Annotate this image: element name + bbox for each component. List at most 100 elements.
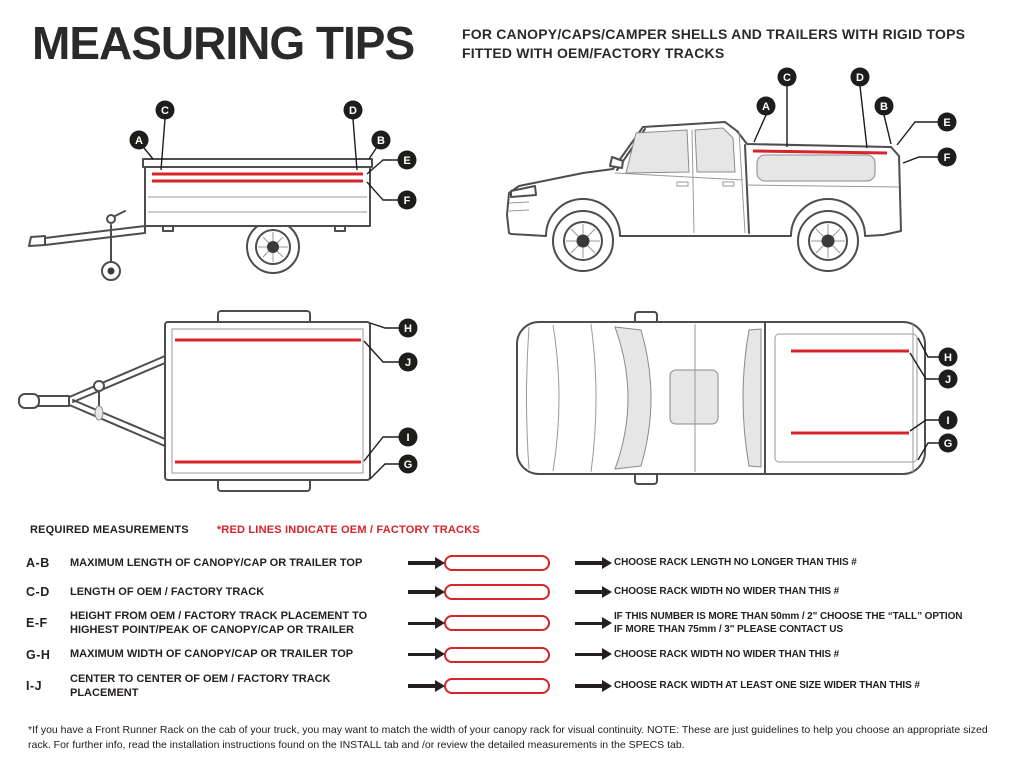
svg-text:G: G <box>944 438 953 450</box>
truck-side-drawing <box>506 121 902 272</box>
svg-text:C: C <box>161 105 169 117</box>
svg-text:E: E <box>943 117 950 129</box>
svg-text:A: A <box>135 135 143 147</box>
measurement-result: CHOOSE RACK WIDTH NO WIDER THAN THIS # <box>614 648 840 660</box>
callout-h-badge: H <box>398 318 418 338</box>
required-measurements-label: REQUIRED MEASUREMENTS <box>30 524 189 536</box>
svg-text:H: H <box>944 352 952 364</box>
measurement-key: A-B <box>26 556 50 570</box>
truck-top-track-lines <box>791 349 909 435</box>
measurement-description: HEIGHT FROM OEM / FACTORY TRACK PLACEMEN… <box>70 610 368 637</box>
callout-e-badge: E <box>937 112 957 132</box>
arrow-right-icon <box>408 617 445 629</box>
arrow-right-icon <box>575 648 612 660</box>
arrow-right-icon <box>575 680 612 691</box>
callout-e-badge: E <box>397 150 417 170</box>
truck-top-drawing <box>516 311 926 485</box>
svg-text:I: I <box>946 415 949 427</box>
callout-g-badge: G <box>938 433 958 453</box>
svg-text:E: E <box>403 155 410 167</box>
callout-i-badge: I <box>938 410 958 430</box>
truck-top-callouts: H J I G <box>909 337 958 461</box>
measurement-key: C-D <box>26 585 50 599</box>
subtitle-line-2: FITTED WITH OEM/FACTORY TRACKS <box>462 44 725 61</box>
measurement-description: MAXIMUM WIDTH OF CANOPY/CAP OR TRAILER T… <box>70 648 354 661</box>
truck-top-view-diagram: H J I G <box>516 311 958 485</box>
svg-text:B: B <box>880 101 888 113</box>
truck-side-view-diagram: A C D B E F <box>506 67 957 272</box>
arrow-right-icon <box>408 648 445 660</box>
page-subtitle: FOR CANOPY/CAPS/CAMPER SHELLS AND TRAILE… <box>462 25 965 63</box>
callout-f-badge: F <box>397 190 417 210</box>
measurement-description: LENGTH OF OEM / FACTORY TRACK <box>70 585 265 598</box>
svg-text:H: H <box>404 323 412 335</box>
measurement-row-cd: C-D LENGTH OF OEM / FACTORY TRACK CHOOSE… <box>26 580 1006 604</box>
trailer-top-view-diagram: H J I G <box>18 310 418 492</box>
arrow-right-icon <box>575 586 612 597</box>
arrow-right-icon <box>408 680 445 691</box>
measurement-input-pill[interactable] <box>444 584 550 600</box>
svg-text:J: J <box>405 357 411 369</box>
callout-f-badge: F <box>937 147 957 167</box>
svg-text:A: A <box>762 101 770 113</box>
callout-h-badge: H <box>938 347 958 367</box>
page-title: MEASURING TIPS <box>32 17 415 69</box>
trailer-side-track-lines <box>152 172 363 183</box>
callout-a-badge: A <box>129 130 149 150</box>
svg-text:G: G <box>404 459 413 471</box>
callout-b-badge: B <box>874 96 894 116</box>
callout-c-badge: C <box>777 67 797 87</box>
truck-side-callouts: A C D B E F <box>753 67 957 167</box>
legend: REQUIRED MEASUREMENTS *RED LINES INDICAT… <box>30 524 480 536</box>
callout-i-badge: I <box>398 427 418 447</box>
arrow-right-icon <box>575 557 612 568</box>
trailer-top-callouts: H J I G <box>363 318 418 480</box>
callout-b-badge: B <box>371 130 391 150</box>
measurement-description: CENTER TO CENTER OF OEM / FACTORY TRACK … <box>70 672 331 699</box>
svg-text:J: J <box>945 374 951 386</box>
measurement-table: A-B MAXIMUM LENGTH OF CANOPY/CAP OR TRAI… <box>26 551 1006 700</box>
svg-text:D: D <box>349 105 357 117</box>
measurement-input-pill[interactable] <box>444 677 550 694</box>
footnote: *If you have a Front Runner Rack on the … <box>28 724 988 751</box>
callout-d-badge: D <box>343 100 363 120</box>
measurement-input-pill[interactable] <box>444 615 550 632</box>
callout-j-badge: J <box>938 369 958 389</box>
measurement-description: MAXIMUM LENGTH OF CANOPY/CAP OR TRAILER … <box>70 556 363 569</box>
svg-text:D: D <box>856 72 864 84</box>
callout-c-badge: C <box>155 100 175 120</box>
svg-text:F: F <box>404 195 411 207</box>
arrow-right-icon <box>408 586 445 597</box>
red-lines-note: *RED LINES INDICATE OEM / FACTORY TRACKS <box>216 524 480 536</box>
measurement-result: CHOOSE RACK LENGTH NO LONGER THAN THIS # <box>614 557 857 569</box>
callout-d-badge: D <box>850 67 870 87</box>
svg-text:I: I <box>406 432 409 444</box>
svg-text:B: B <box>377 135 385 147</box>
callout-j-badge: J <box>398 352 418 372</box>
arrow-right-icon <box>575 617 612 629</box>
measurement-key: G-H <box>26 647 51 662</box>
measurement-result: IF THIS NUMBER IS MORE THAN 50mm / 2" CH… <box>614 610 963 636</box>
measurement-result: CHOOSE RACK WIDTH NO WIDER THAN THIS # <box>614 586 840 598</box>
measurement-row-ij: I-J CENTER TO CENTER OF OEM / FACTORY TR… <box>26 672 1006 701</box>
arrow-right-icon <box>408 557 445 568</box>
measurement-input-pill[interactable] <box>444 555 550 571</box>
measurement-row-gh: G-H MAXIMUM WIDTH OF CANOPY/CAP OR TRAIL… <box>26 643 1006 667</box>
subtitle-line-1: FOR CANOPY/CAPS/CAMPER SHELLS AND TRAILE… <box>462 26 966 42</box>
measurement-row-ef: E-F HEIGHT FROM OEM / FACTORY TRACK PLAC… <box>26 609 1006 638</box>
measurement-key: I-J <box>26 678 43 693</box>
measurement-result: CHOOSE RACK WIDTH AT LEAST ONE SIZE WIDE… <box>614 680 920 692</box>
measurement-row-ab: A-B MAXIMUM LENGTH OF CANOPY/CAP OR TRAI… <box>26 551 1006 575</box>
trailer-top-track-lines <box>175 338 361 464</box>
trailer-side-drawing <box>28 158 373 281</box>
svg-text:C: C <box>783 72 791 84</box>
callout-g-badge: G <box>398 454 418 474</box>
truck-side-track-line <box>752 149 888 155</box>
trailer-side-view-diagram: A C D B E F <box>28 100 417 281</box>
trailer-top-drawing <box>18 310 371 492</box>
measurement-key: E-F <box>26 616 48 631</box>
measurement-input-pill[interactable] <box>444 646 550 663</box>
svg-text:F: F <box>944 152 951 164</box>
callout-a-badge: A <box>756 96 776 116</box>
